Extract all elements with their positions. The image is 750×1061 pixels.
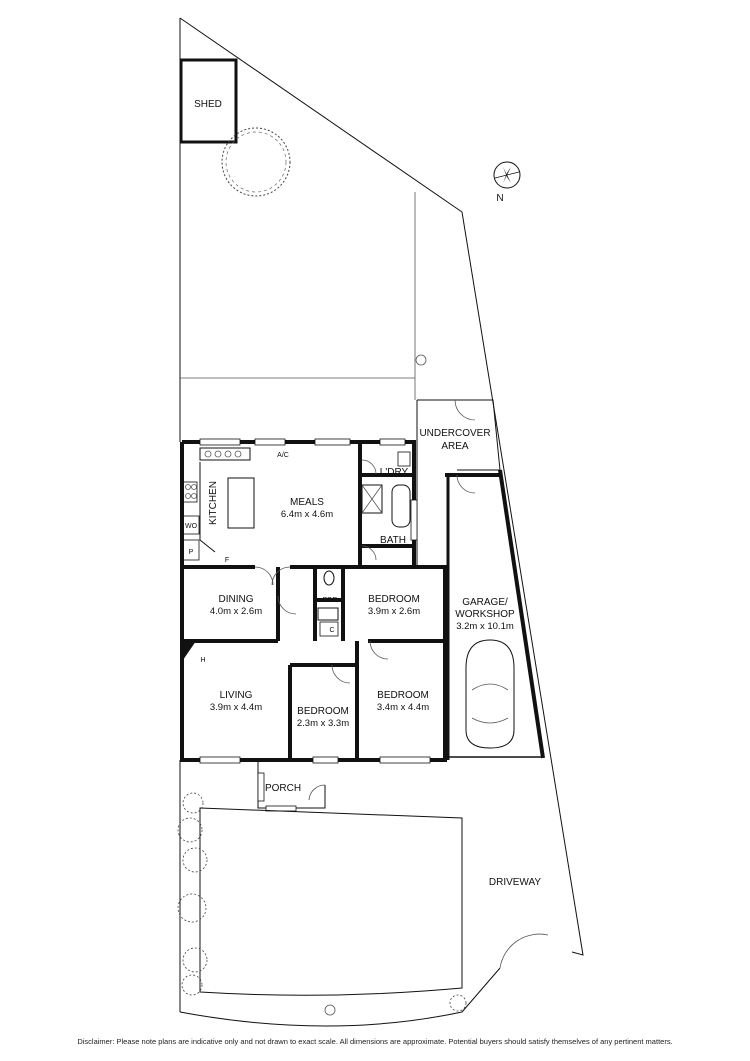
bedroom2-dims: 2.3m x 3.3m bbox=[297, 718, 349, 729]
pantry-label: P bbox=[189, 549, 194, 556]
kitchen-fixtures bbox=[182, 447, 255, 561]
wo-label: WO bbox=[185, 523, 198, 530]
front-boundary-curve bbox=[179, 967, 501, 1027]
laundry-label: L'DRY bbox=[380, 467, 409, 478]
bedroom1-label: BEDROOM bbox=[368, 594, 420, 605]
door-swings bbox=[254, 545, 389, 684]
bedroom2-label: BEDROOM bbox=[297, 706, 349, 717]
bedroom3-dims: 3.4m x 4.4m bbox=[377, 702, 429, 713]
bath-label: BATH bbox=[380, 535, 406, 546]
powder-label: PDR bbox=[323, 597, 338, 604]
yard-post-icon bbox=[415, 354, 427, 366]
bedroom3-label: BEDROOM bbox=[377, 690, 429, 701]
shed-label: SHED bbox=[194, 99, 222, 110]
shed bbox=[179, 58, 238, 144]
car-icon bbox=[465, 639, 515, 749]
undercover-label-2: AREA bbox=[441, 441, 469, 452]
meals-dims: 6.4m x 4.6m bbox=[281, 509, 333, 520]
hedge-shrubs-icon bbox=[177, 792, 467, 1012]
driveway-gate-swing bbox=[499, 933, 549, 969]
windows bbox=[199, 438, 431, 764]
porch-door bbox=[257, 772, 265, 802]
bathroom-fixtures bbox=[361, 451, 411, 528]
living-dims: 3.9m x 4.4m bbox=[210, 702, 262, 713]
heater-label: H bbox=[200, 657, 205, 664]
living-label: LIVING bbox=[220, 690, 253, 701]
garage-dims: 3.2m x 10.1m bbox=[456, 621, 514, 632]
porch-door-swing bbox=[308, 784, 326, 801]
porch-label: PORCH bbox=[265, 783, 301, 794]
front-post-icon bbox=[324, 1004, 336, 1016]
cupboard-label: C bbox=[329, 627, 334, 634]
undercover-label-1: UNDERCOVER bbox=[419, 428, 490, 439]
ac-label: A/C bbox=[277, 452, 289, 459]
disclaimer-text: Disclaimer: Please note plans are indica… bbox=[77, 1037, 673, 1046]
meals-label: MEALS bbox=[290, 497, 324, 508]
bedroom1-dims: 3.9m x 2.6m bbox=[368, 606, 420, 617]
garage-right-wall bbox=[498, 469, 545, 759]
interior-walls bbox=[182, 442, 445, 760]
front-lawn-outline bbox=[199, 807, 463, 996]
laundry-door-swing bbox=[361, 459, 377, 475]
heater-icon bbox=[183, 641, 196, 660]
garage-door-swing bbox=[456, 474, 476, 494]
fridge-label: F bbox=[225, 557, 229, 564]
undercover-door-swing bbox=[454, 399, 476, 421]
compass-label: N bbox=[496, 193, 503, 204]
garage-label-1: GARAGE/ bbox=[462, 597, 508, 608]
driveway-label: DRIVEWAY bbox=[489, 877, 542, 888]
dining-dims: 4.0m x 2.6m bbox=[210, 606, 262, 617]
dining-label: DINING bbox=[219, 594, 254, 605]
garage-label-2: WORKSHOP bbox=[455, 609, 515, 620]
powder-room-fixtures bbox=[317, 570, 339, 637]
kitchen-label: KITCHEN bbox=[208, 481, 219, 525]
tree-icon bbox=[221, 127, 291, 197]
compass-icon bbox=[493, 161, 521, 189]
property-boundary bbox=[179, 17, 584, 956]
